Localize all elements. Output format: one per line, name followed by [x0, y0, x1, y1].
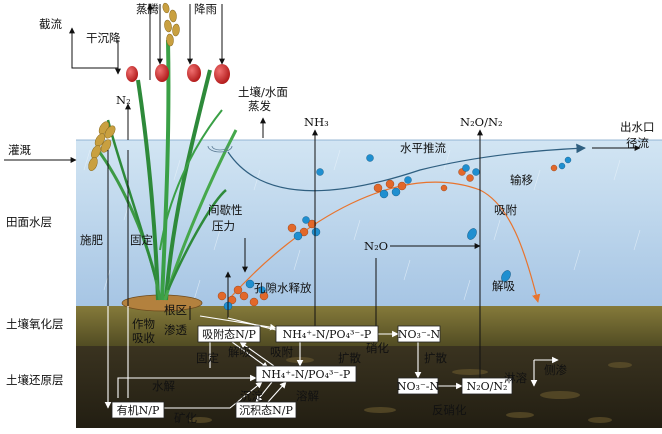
label-migration: 输移	[510, 173, 533, 187]
no3-upper-label: NO₃⁻-N	[398, 328, 441, 341]
label-adsorption-lower: 吸附	[270, 345, 293, 359]
label-diffusion-upper: 扩散	[338, 351, 361, 365]
rice-plant	[88, 2, 238, 312]
label-outlet-1: 出水口	[620, 120, 655, 134]
label-dry-deposition: 干沉降	[86, 31, 121, 45]
label-soil-water-evap-2: 蒸发	[248, 99, 271, 113]
n2o-n2-lower-box: N₂O/N₂	[461, 377, 513, 395]
arrows-white	[104, 306, 463, 409]
label-precipitation: 沉淀	[240, 389, 263, 403]
migration-curve	[229, 181, 541, 303]
no3-lower-label: NO₃⁻-N	[397, 380, 440, 393]
sediment-box-label: 沉积态N/P	[239, 404, 293, 417]
no3-lower-box: NO₃⁻-N	[397, 377, 440, 395]
nh4-po4-lower-box: NH₄⁺-N/PO₄³⁻-P	[255, 365, 357, 383]
label-lateral-seepage: 侧渗	[544, 363, 567, 377]
label-horizontal-flow: 水平推流	[400, 141, 446, 155]
label-fixation: 固定	[130, 233, 153, 247]
label-adsorption: 吸附	[494, 203, 517, 217]
nh4-po4-upper-box: NH₄⁺-N/PO₄³⁻-P	[275, 325, 379, 343]
rain-streaks	[83, 149, 641, 301]
label-intermittent-pressure-1: 间歇性	[208, 203, 243, 217]
label-root-zone: 根区	[164, 303, 187, 317]
label-soil-reduction-layer: 土壤还原层	[6, 373, 64, 387]
label-fixation-lower: 固定	[196, 351, 219, 365]
surface-ripple	[207, 145, 233, 153]
label-outlet-2: 径流	[626, 136, 649, 150]
rain-drop	[155, 64, 169, 82]
no3-upper-box: NO₃⁻-N	[397, 325, 441, 343]
rain-drop	[126, 66, 138, 82]
label-infiltration: 渗透	[164, 323, 187, 337]
label-n2: N₂	[116, 93, 131, 107]
label-soil-oxidation-layer: 土壤氧化层	[6, 317, 64, 331]
label-soil-water-evap-1: 土壤/水面	[238, 85, 288, 99]
adsorbed-box: 吸附态N/P	[197, 325, 261, 343]
label-n2o-mid: N₂O	[364, 239, 388, 253]
label-fertilization: 施肥	[80, 233, 103, 247]
nh4-po4-upper-label: NH₄⁺-N/PO₄³⁻-P	[283, 328, 372, 341]
label-hydrolysis: 水解	[152, 379, 175, 393]
label-field-water-layer: 田面水层	[6, 215, 52, 229]
label-desorption-lower: 解吸	[228, 345, 251, 359]
rain-drop	[214, 64, 230, 84]
rain-drop	[187, 64, 201, 82]
label-rainfall: 降雨	[194, 2, 217, 16]
label-diffusion-lower: 扩散	[424, 351, 447, 365]
label-denitrification: 反硝化	[432, 403, 467, 417]
arrows-black	[4, 3, 641, 387]
label-crop-absorption-1: 作物	[132, 317, 155, 331]
label-nh3: NH₃	[304, 115, 329, 129]
soil-speckles	[188, 357, 632, 423]
label-dissolution: 溶解	[296, 389, 319, 403]
label-mineralization: 矿化	[174, 411, 197, 425]
label-irrigation: 灌溉	[8, 143, 31, 157]
sediment-box: 沉积态N/P	[235, 401, 297, 419]
label-interception: 截流	[39, 17, 62, 31]
label-n2o-n2-top: N₂O/N₂	[460, 115, 503, 129]
horizontal-flow-curve	[227, 143, 586, 192]
particles	[217, 154, 572, 311]
label-leaching: 淋溶	[504, 371, 527, 385]
label-crop-absorption-2: 吸收	[132, 331, 155, 345]
organic-box-label: 有机N/P	[117, 403, 160, 417]
label-pore-water-release: 孔隙水释放	[254, 281, 312, 295]
organic-box: 有机N/P	[111, 401, 165, 419]
soil-reduction-layer-bg	[76, 346, 662, 428]
label-desorption: 解吸	[492, 279, 515, 293]
n2o-n2-lower-label: N₂O/N₂	[467, 380, 508, 393]
nh4-po4-lower-label: NH₄⁺-N/PO₄³⁻-P	[262, 368, 351, 381]
adsorbed-box-label: 吸附态N/P	[202, 327, 256, 341]
label-intermittent-pressure-2: 压力	[212, 219, 235, 233]
label-nitrification: 硝化	[366, 341, 389, 355]
label-evaporation: 蒸腾	[136, 2, 159, 16]
